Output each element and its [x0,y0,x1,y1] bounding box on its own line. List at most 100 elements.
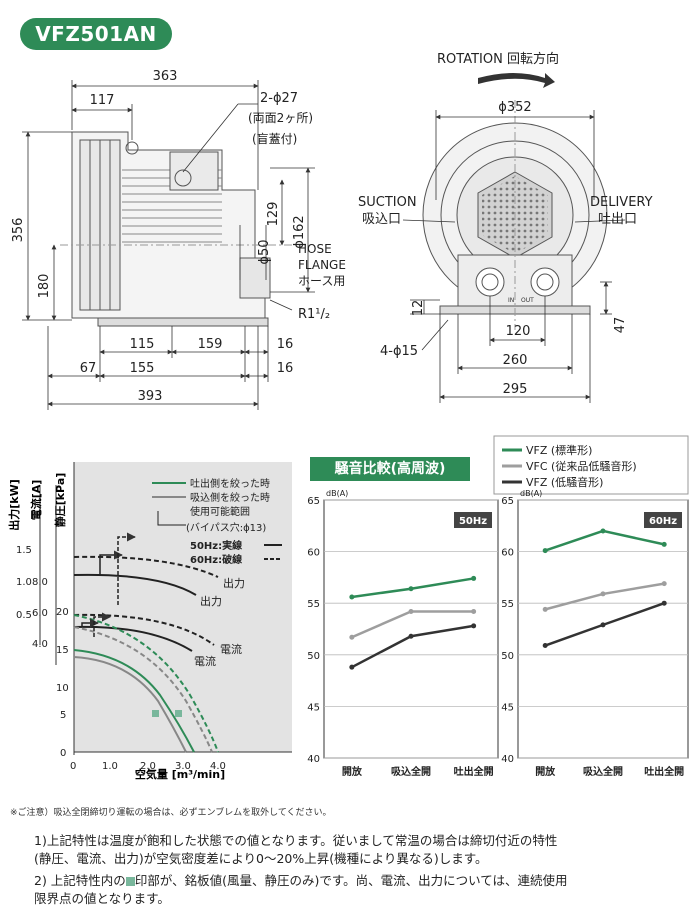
model-badge: VFZ501AN [20,18,172,50]
current-dashed-label: 電流 [220,642,242,656]
noise-chart-title: 騒音比較(高周波) [310,457,470,481]
note2-line1-pre: 2) 上記特性内の [34,873,126,888]
pressure-axis-title: 静圧[kPa] [53,473,67,528]
dim-50: ϕ50 [257,239,272,264]
hose-label-1: HOSE [298,242,332,256]
current-tick: 6.0 [32,608,48,619]
dim-162: ϕ162 [292,215,307,248]
noise-point [408,608,414,614]
suction-en: SUCTION [358,195,417,210]
dim-r1: R1¹/₂ [298,307,330,322]
current-tick: 4.0 [32,639,48,650]
noise-ytick: 50 [501,651,514,662]
noise-xtick: 開放 [342,765,363,778]
noise-point [661,541,667,547]
noise-hz-label: 60Hz [649,516,677,527]
output-60hz-curve [73,555,219,578]
dim-159: 159 [198,337,223,352]
noise-ytick: 60 [307,548,320,559]
noise-ytick: 60 [501,548,514,559]
dim-16a: 16 [277,337,294,352]
noise-ytick: 55 [307,599,320,610]
flow-axis-title: 空気量 [m³/min] [135,767,225,781]
pressure-tick: 5 [60,710,66,721]
noise-plot-area [323,499,499,759]
flow-tick: 4.0 [210,761,226,772]
power-axis-title: 出力[kW] [7,479,21,531]
legend-range1: 使用可能範囲 [190,505,250,518]
legend-60hz: 60Hz:破線 [190,553,242,566]
rated-marker-icon [125,877,135,886]
delivery-jp: 吐出口 [598,212,637,227]
noise-ytick: 45 [501,702,514,713]
dim-holes: 4-ϕ15 [380,344,418,359]
noise-ytick: 65 [501,496,514,507]
dim-120: 120 [506,324,531,339]
noise-chart: VFZ (標準形) VFC (従来品低騒音形) VFZ (低騒音形) 40 45 50 55… [307,435,689,778]
perf-plot-bg [74,462,292,752]
hose-label-3: ホース用 [298,274,345,288]
noise-xtick: 吐出全開 [454,765,494,778]
noise-ytick: 65 [307,496,320,507]
noise-hz-label: 50Hz [459,516,487,527]
noise-legend [493,435,689,495]
noise-ytick: 45 [307,702,320,713]
rotation-label: ROTATION 回転方向 [437,51,559,67]
noise-hz-badge [454,512,492,528]
legend-50hz: 50Hz:実線 [190,539,242,552]
dimension-drawing: 363 117 2-ϕ27 (両面2ヶ所) (盲蓋付) 356 180 129 … [11,51,653,410]
noise-xtick: 開放 [535,765,556,778]
note2-line2: 限界点の値となります。 [34,891,170,906]
dim-295: 295 [503,382,528,397]
in-label: IN [508,297,514,304]
pressure-tick: 20 [56,607,69,618]
power-tick: 1.5 [16,545,32,556]
dim-12: 12 [411,300,426,317]
pressure-green-60hz [73,614,219,753]
current-60hz-curve [73,613,215,646]
rated-point-marker [175,710,182,717]
dim-117: 117 [90,93,115,108]
noise-legend-label: VFC (従来品低騒音形) [526,459,637,473]
noise-point [542,548,548,554]
delivery-en: DELIVERY [590,195,653,210]
noise-point [408,586,414,592]
pressure-tick: 15 [56,645,69,656]
caution-note: ※ご注意）吸込全閉締切り運転の場合は、必ずエンブレムを取外してください。 [10,808,332,818]
dim-155: 155 [130,361,155,376]
noise-point [600,622,606,628]
noise-legend-label: VFZ (低騒音形) [526,475,603,489]
note1-line1: 1)上記特性は温度が飽和した状態での値となります。従いまして常温の場合は締切付近… [34,833,558,848]
pressure-tick: 10 [56,683,69,694]
output-solid-label: 出力 [200,594,222,608]
noise-point [471,575,477,581]
noise-xtick: 吐出全開 [644,765,684,778]
dim-129: 129 [266,202,281,227]
noise-legend-label: VFZ (標準形) [526,443,592,457]
legend-green: 吐出側を絞った時 [190,477,270,490]
pressure-gray-60hz [73,626,213,753]
legend-range2: (バイパス穴:ϕ13) [186,521,266,534]
noise-point [349,664,355,670]
noise-point [661,600,667,606]
power-tick: 0.5 [16,610,32,621]
noise-plot-area [517,499,689,759]
notes: 1)上記特性は温度が飽和した状態での値となります。従いまして常温の場合は締切付近… [34,832,674,912]
noise-point [471,623,477,629]
dim-180: 180 [37,274,52,299]
dim-363: 363 [153,69,178,84]
legend-gray: 吸込側を絞った時 [190,491,270,504]
pressure-gray-50hz [73,656,187,753]
noise-point [349,594,355,600]
current-tick: 8.0 [32,577,48,588]
noise-point [542,606,548,612]
noise-point [600,591,606,597]
noise-point [661,581,667,587]
noise-point [471,608,477,614]
hose-label-2: FLANGE [298,258,346,272]
suction-jp: 吸込口 [362,212,401,227]
noise-point [408,633,414,639]
dim-67: 67 [80,361,97,376]
noise-ytick: 40 [501,754,514,765]
flow-tick: 3.0 [175,761,191,772]
